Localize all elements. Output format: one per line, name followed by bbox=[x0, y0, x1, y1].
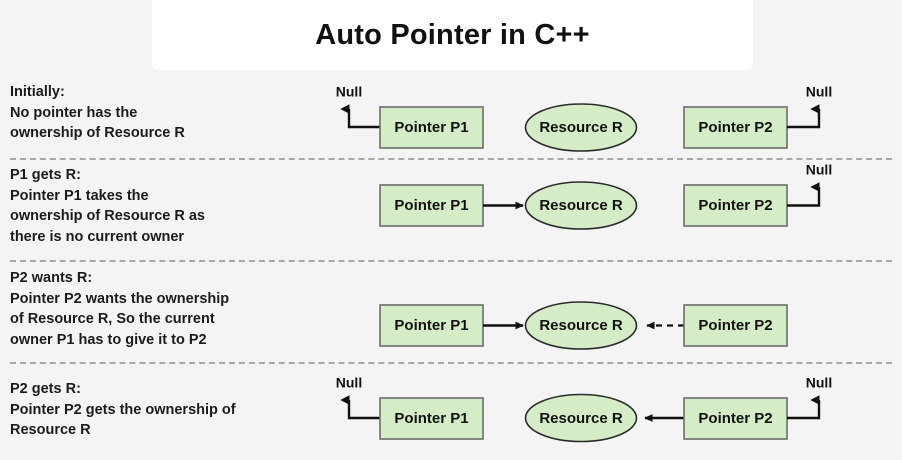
row-diagram-p2-wants-r: Pointer P1 Resource R Pointer P2 bbox=[379, 301, 788, 350]
resource-r-label: Resource R bbox=[539, 119, 623, 136]
pointer-p1-box[interactable] bbox=[379, 106, 484, 149]
null-label-left: Null bbox=[336, 375, 362, 391]
pointer-p2-box[interactable] bbox=[683, 106, 788, 149]
row-diagram-initially: Null Pointer P1 Resource R Pointer P2 Nu… bbox=[336, 84, 832, 152]
null-label-right: Null bbox=[806, 162, 832, 178]
pointer-p2-label: Pointer P2 bbox=[698, 197, 772, 214]
pointer-p1-box[interactable] bbox=[379, 304, 484, 347]
resource-r-ellipse[interactable] bbox=[524, 181, 638, 230]
p1-null-arrow bbox=[340, 395, 380, 420]
page-title: Auto Pointer in C++ bbox=[315, 19, 590, 51]
row-p1-gets-r: P1 gets R: Pointer P1 takes the ownershi… bbox=[0, 162, 902, 262]
null-label-right: Null bbox=[806, 375, 832, 391]
pointer-p2-box[interactable] bbox=[683, 397, 788, 440]
pointer-p1-box[interactable] bbox=[379, 397, 484, 440]
row-diagram-p1-gets-r: Pointer P1 Resource R Pointer P2 Null bbox=[379, 162, 832, 230]
resource-r-ellipse[interactable] bbox=[524, 103, 638, 152]
p2-null-arrow bbox=[787, 395, 821, 420]
null-label-left: Null bbox=[336, 84, 362, 100]
row-description: P2 wants R: Pointer P2 wants the ownersh… bbox=[10, 270, 230, 348]
pointer-p2-box[interactable] bbox=[683, 304, 788, 347]
row-diagram-p2-gets-r: Null Pointer P1 Resource R Pointer P2 Nu… bbox=[336, 375, 832, 443]
row-description: Initially: No pointer has the ownership … bbox=[10, 84, 185, 141]
pointer-p2-label: Pointer P2 bbox=[698, 119, 772, 136]
pointer-p1-label: Pointer P1 bbox=[394, 317, 468, 334]
row-p2-wants-r: P2 wants R: Pointer P2 wants the ownersh… bbox=[0, 268, 902, 364]
p2-null-arrow bbox=[787, 104, 821, 129]
resource-r-label: Resource R bbox=[539, 410, 623, 427]
null-label-right: Null bbox=[806, 84, 832, 100]
pointer-p1-label: Pointer P1 bbox=[394, 197, 468, 214]
row-separator bbox=[10, 260, 892, 262]
resource-r-label: Resource R bbox=[539, 317, 623, 334]
resource-r-ellipse[interactable] bbox=[524, 301, 638, 350]
resource-r-ellipse[interactable] bbox=[524, 393, 638, 443]
row-description: P1 gets R: Pointer P1 takes the ownershi… bbox=[10, 167, 205, 245]
p2-null-arrow bbox=[787, 182, 821, 207]
title-banner: Auto Pointer in C++ bbox=[152, 0, 753, 70]
p1-null-arrow bbox=[340, 104, 380, 129]
row-initially: Initially: No pointer has the ownership … bbox=[0, 82, 902, 160]
pointer-p1-label: Pointer P1 bbox=[394, 410, 468, 427]
pointer-p1-label: Pointer P1 bbox=[394, 119, 468, 136]
row-description: P2 gets R: Pointer P2 gets the ownership… bbox=[10, 381, 236, 438]
pointer-p2-label: Pointer P2 bbox=[698, 410, 772, 427]
row-separator bbox=[10, 158, 892, 160]
row-separator bbox=[10, 362, 892, 364]
pointer-p1-box[interactable] bbox=[379, 184, 484, 227]
pointer-p2-label: Pointer P2 bbox=[698, 317, 772, 334]
resource-r-label: Resource R bbox=[539, 197, 623, 214]
row-p2-gets-r: P2 gets R: Pointer P2 gets the ownership… bbox=[0, 372, 902, 460]
pointer-p2-box[interactable] bbox=[683, 184, 788, 227]
